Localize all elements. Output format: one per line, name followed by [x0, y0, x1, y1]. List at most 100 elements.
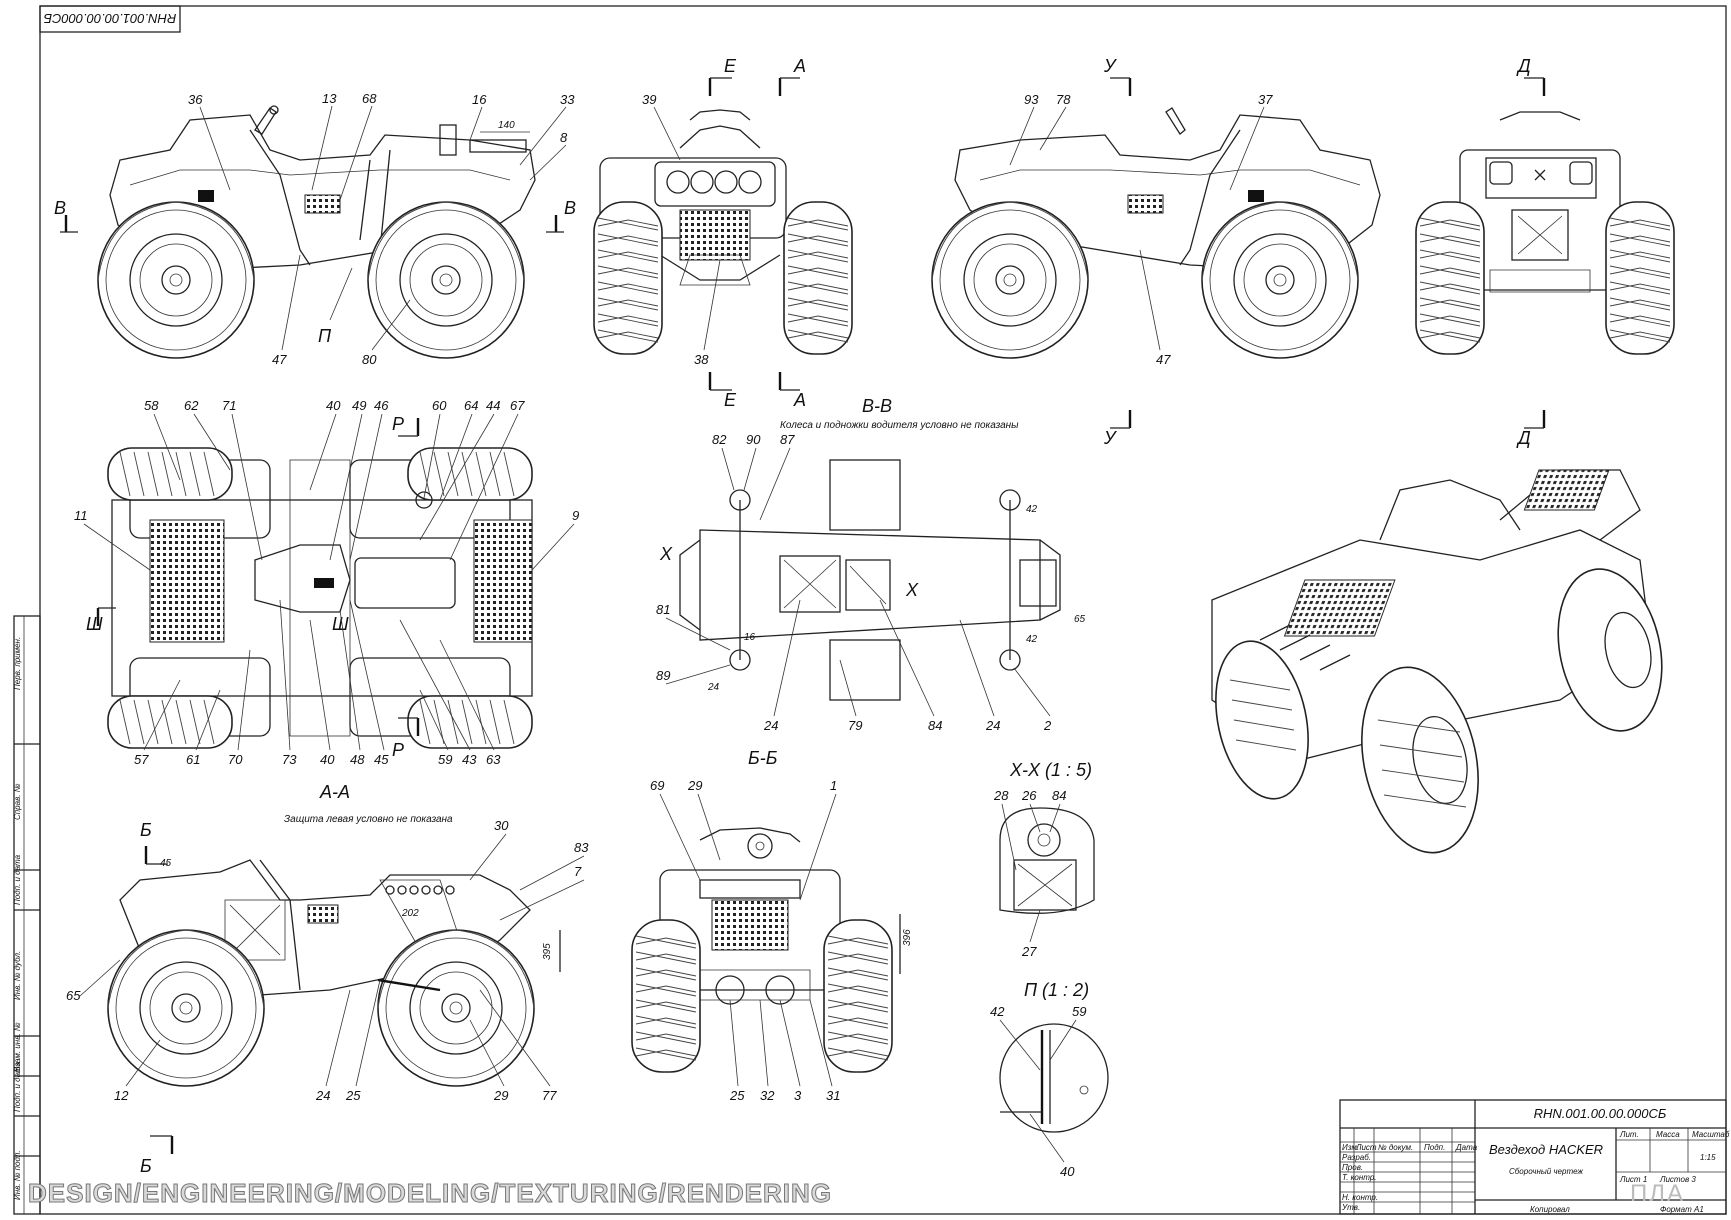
svg-text:29: 29 — [687, 778, 702, 793]
svg-text:24: 24 — [707, 682, 720, 693]
svg-text:83: 83 — [574, 840, 589, 855]
svg-text:73: 73 — [282, 752, 297, 767]
svg-text:Копировал: Копировал — [1530, 1205, 1570, 1214]
svg-text:24: 24 — [985, 718, 1000, 733]
svg-text:У: У — [1103, 428, 1117, 448]
view-top — [107, 447, 533, 749]
svg-text:Пров.: Пров. — [1342, 1163, 1363, 1172]
svg-text:37: 37 — [1258, 92, 1273, 107]
svg-text:24: 24 — [763, 718, 778, 733]
svg-text:47: 47 — [272, 352, 287, 367]
svg-text:Е: Е — [724, 390, 737, 410]
svg-text:26: 26 — [1021, 788, 1037, 803]
svg-text:69: 69 — [650, 778, 664, 793]
svg-text:59: 59 — [1072, 1004, 1086, 1019]
svg-text:45: 45 — [160, 858, 172, 869]
svg-text:63: 63 — [486, 752, 501, 767]
svg-text:Лит.: Лит. — [1619, 1130, 1639, 1139]
svg-text:Лист 1: Лист 1 — [1619, 1175, 1647, 1184]
svg-text:8: 8 — [560, 130, 568, 145]
svg-text:64: 64 — [464, 398, 478, 413]
svg-text:49: 49 — [352, 398, 366, 413]
view5-callouts: 58 62 71 40 49 46 60 64 44 67 11 9 57 61… — [74, 398, 579, 767]
strip-label-3: Подп. и дата — [13, 854, 22, 905]
strip-label-5: Взам. инв. № — [13, 1022, 22, 1072]
svg-text:42: 42 — [990, 1004, 1005, 1019]
svg-text:81: 81 — [656, 602, 670, 617]
svg-text:80: 80 — [362, 352, 377, 367]
svg-text:Дата: Дата — [1455, 1143, 1478, 1152]
svg-text:9: 9 — [572, 508, 579, 523]
svg-text:89: 89 — [656, 668, 670, 683]
svg-text:Б-Б: Б-Б — [748, 748, 778, 768]
strip-label-6: Подп. и дата — [13, 1061, 22, 1112]
svg-text:Колеса и подножки водителя усл: Колеса и подножки водителя условно не по… — [780, 420, 1019, 431]
svg-text:70: 70 — [228, 752, 243, 767]
svg-text:33: 33 — [560, 92, 575, 107]
svg-text:57: 57 — [134, 752, 149, 767]
svg-text:Масса: Масса — [1656, 1130, 1680, 1139]
svg-text:Б: Б — [140, 1156, 152, 1176]
svg-text:Б: Б — [140, 820, 152, 840]
svg-text:31: 31 — [826, 1088, 840, 1103]
svg-text:58: 58 — [144, 398, 159, 413]
svg-text:1: 1 — [830, 778, 837, 793]
svg-text:71: 71 — [222, 398, 236, 413]
svg-text:Д: Д — [1516, 56, 1531, 76]
svg-text:12: 12 — [114, 1088, 129, 1103]
svg-text:48: 48 — [350, 752, 365, 767]
svg-text:32: 32 — [760, 1088, 775, 1103]
svg-text:25: 25 — [345, 1088, 361, 1103]
svg-text:24: 24 — [315, 1088, 330, 1103]
sec-v-right: В — [564, 198, 576, 218]
view-detail-xx — [999, 807, 1095, 914]
svg-text:В-В: В-В — [862, 396, 892, 416]
svg-text:Е: Е — [724, 56, 737, 76]
svg-text:42: 42 — [1026, 504, 1038, 515]
svg-text:Защита левая условно не показа: Защита левая условно не показана — [284, 814, 453, 825]
view2-section-marks: Е А Е А — [708, 56, 806, 410]
svg-text:82: 82 — [712, 432, 727, 447]
svg-text:47: 47 — [1156, 352, 1171, 367]
svg-text:84: 84 — [1052, 788, 1066, 803]
svg-text:Изм.: Изм. — [1342, 1143, 1359, 1152]
view3-callouts: 93 78 37 47 — [1009, 92, 1273, 367]
title-block: RHN.001.00.00.000СБ Вездеход HACKER Сбор… — [1339, 1099, 1730, 1215]
svg-text:Х: Х — [905, 580, 919, 600]
svg-text:90: 90 — [746, 432, 761, 447]
svg-text:68: 68 — [362, 91, 377, 106]
view5-section-marks: Р Р Ш Ш А-А — [86, 414, 420, 802]
svg-text:79: 79 — [848, 718, 862, 733]
svg-text:40: 40 — [320, 752, 335, 767]
svg-text:Масштаб: Масштаб — [1692, 1130, 1730, 1139]
svg-text:67: 67 — [510, 398, 525, 413]
svg-text:202: 202 — [401, 908, 419, 919]
svg-text:11: 11 — [74, 508, 88, 523]
svg-text:38: 38 — [694, 352, 709, 367]
svg-text:Утв.: Утв. — [1341, 1203, 1360, 1212]
svg-text:395: 395 — [542, 943, 553, 960]
view-detail-p — [999, 1023, 1109, 1133]
svg-text:13: 13 — [322, 91, 337, 106]
view-chassis — [679, 459, 1061, 701]
svg-text:1:15: 1:15 — [1700, 1153, 1716, 1162]
svg-text:Н. контр.: Н. контр. — [1342, 1193, 1378, 1202]
view11-labels: П (1 : 2) 42 59 40 — [990, 980, 1089, 1179]
svg-text:Д: Д — [1516, 428, 1531, 448]
view-side-left — [97, 105, 536, 359]
svg-text:59: 59 — [438, 752, 452, 767]
svg-text:87: 87 — [780, 432, 795, 447]
view6-labels: В-В Колеса и подножки водителя условно н… — [656, 396, 1086, 768]
sec-v-left: В — [54, 198, 66, 218]
view1-section-marks: В В П — [54, 198, 576, 346]
studio-logo: ПЛА — [1630, 1180, 1686, 1207]
svg-text:36: 36 — [188, 92, 203, 107]
svg-text:Разраб.: Разраб. — [1342, 1153, 1371, 1162]
svg-text:140: 140 — [498, 120, 515, 131]
svg-text:А: А — [793, 56, 806, 76]
svg-text:3: 3 — [794, 1088, 802, 1103]
svg-text:№ докум.: № докум. — [1378, 1143, 1413, 1152]
view-section-aa — [107, 859, 535, 1087]
svg-text:Подп.: Подп. — [1424, 1143, 1445, 1152]
view-isometric — [1211, 469, 1663, 854]
